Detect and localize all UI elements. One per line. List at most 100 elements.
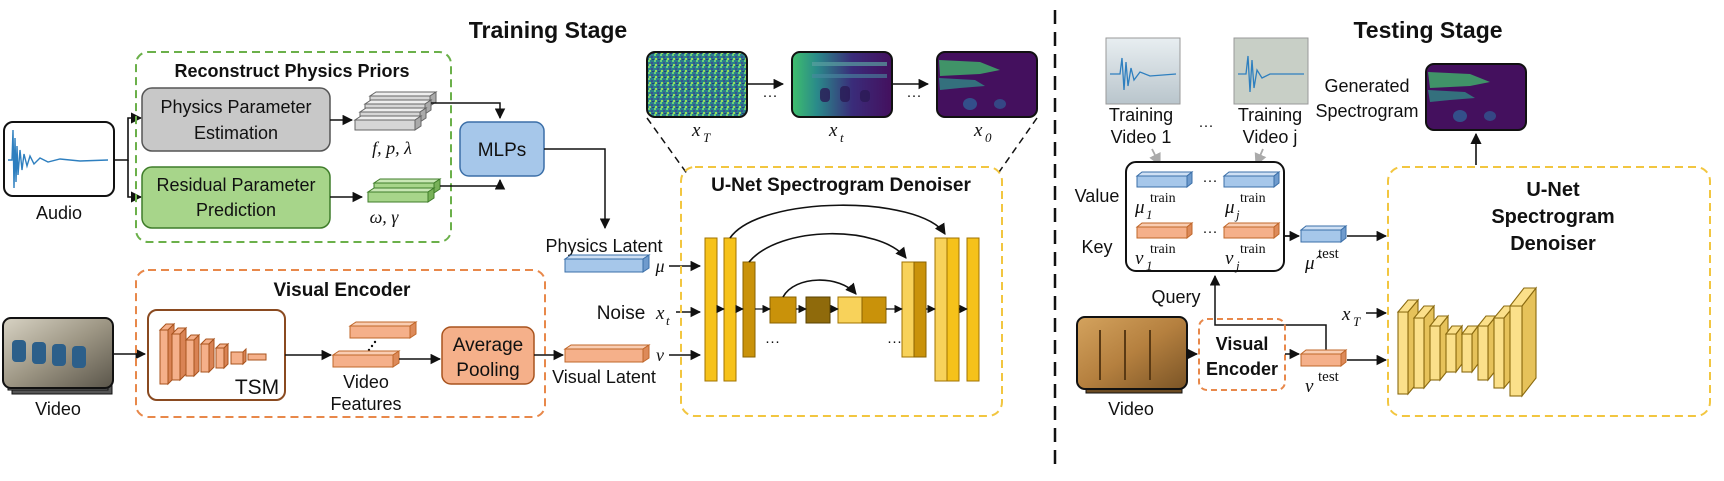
noise-label: Noise: [597, 303, 646, 324]
generated-spectrogram-line1: Generated: [1324, 76, 1409, 96]
video-features-line2: Features: [330, 394, 401, 414]
mu-symbol: μ: [654, 256, 664, 276]
tsm-label: TSM: [235, 376, 279, 399]
generated-spectrogram: [1425, 63, 1527, 131]
memory-bank-box: [1125, 161, 1285, 272]
mu1-sup: train: [1150, 191, 1176, 206]
average-pooling-line2: Pooling: [456, 360, 519, 381]
nu-test-var: ν: [1305, 376, 1314, 397]
nu1-tensor: [1135, 221, 1194, 240]
test-video-thumbnail: [1076, 316, 1188, 394]
visual-latent-label: Visual Latent: [552, 367, 656, 387]
physics-latent-label: Physics Latent: [545, 236, 662, 256]
spectrogram-x0: [936, 51, 1038, 118]
ellipsis-2: ···: [907, 87, 922, 104]
training-video-j-thumbnail: [1233, 37, 1309, 105]
training-videos-ellipsis: ···: [1199, 117, 1214, 134]
testing-stage-title: Testing Stage: [1353, 17, 1502, 43]
video-features-line1: Video: [343, 372, 389, 392]
nuj-tensor: [1222, 221, 1281, 240]
muj-sup: train: [1240, 191, 1266, 206]
test-unet-line3: Denoiser: [1510, 233, 1596, 255]
physics-priors-title: Reconstruct Physics Priors: [174, 61, 409, 81]
test-video-label: Video: [1108, 399, 1154, 419]
test-unet-icon: [1396, 286, 1538, 398]
physics-params-label: f, p, λ: [372, 138, 412, 158]
nuj-sub: j: [1234, 258, 1240, 273]
unet-denoiser-title: U-Net Spectrogram Denoiser: [711, 175, 971, 196]
tsm-network-icon: [158, 322, 267, 386]
muj-var: μ: [1224, 197, 1235, 218]
test-unet-line2: Spectrogram: [1491, 206, 1614, 228]
unet-architecture: [704, 204, 980, 382]
spectrogram-x0-var: x: [973, 120, 983, 141]
test-visual-encoder-line1: Visual: [1216, 334, 1269, 354]
audio-label: Audio: [36, 203, 82, 223]
physics-estimation-line1: Physics Parameter: [160, 97, 311, 117]
nuj-var: ν: [1225, 248, 1234, 269]
nu1-var: ν: [1135, 248, 1144, 269]
nu1-sup: train: [1150, 242, 1176, 257]
training-video-label: Video: [35, 399, 81, 419]
spectrogram-xT: [646, 51, 748, 118]
residual-params-label: ω, γ: [370, 207, 400, 227]
mu-hat-test-sup: test: [1318, 246, 1340, 262]
spectrogram-xT-var: x: [691, 120, 701, 141]
spectrogram-xt-var: x: [828, 120, 838, 141]
residual-prediction-line2: Prediction: [196, 200, 276, 220]
video-features-tensors: [331, 321, 418, 368]
spectrogram-xT-sub: T: [703, 130, 711, 145]
audio-waveform: [3, 121, 115, 197]
mu1-sub: 1: [1146, 207, 1153, 222]
spectrogram-xt-sub: t: [840, 130, 844, 145]
generated-spectrogram-line2: Spectrogram: [1315, 101, 1418, 121]
test-xT-var: x: [1341, 304, 1351, 325]
noise-xt-sub: t: [666, 313, 670, 328]
physics-estimation-line2: Estimation: [194, 123, 278, 143]
spectrogram-x0-sub: 0: [985, 130, 992, 145]
mu1-var: μ: [1134, 197, 1145, 218]
nu-test-sup: test: [1318, 369, 1340, 385]
unet-denoiser-panel: [680, 166, 1003, 417]
muj-tensor: [1222, 170, 1281, 189]
test-unet-panel: [1387, 166, 1711, 417]
query-label: Query: [1151, 287, 1200, 307]
mlps-label: MLPs: [478, 140, 527, 161]
test-unet-line1: U-Net: [1526, 179, 1580, 201]
test-xT-sub: T: [1353, 314, 1361, 329]
test-visual-encoder-box: [1198, 318, 1286, 391]
nu-ellipsis: ···: [1203, 223, 1218, 240]
nu-test-tensor: [1299, 348, 1348, 368]
nu1-sub: 1: [1146, 258, 1153, 273]
visual-latent-tensor: [563, 344, 651, 363]
mu1-tensor: [1135, 170, 1194, 189]
average-pooling-line1: Average: [453, 335, 523, 356]
mu-hat-test-tensor: [1299, 224, 1348, 244]
nu-symbol: ν: [656, 345, 664, 365]
training-video-1-line1: Training: [1109, 105, 1173, 125]
key-label: Key: [1081, 237, 1112, 257]
spectrogram-xt: [791, 51, 893, 118]
training-video-j-line2: Video j: [1243, 127, 1298, 147]
training-video-j-line1: Training: [1238, 105, 1302, 125]
unet-ellipsis-right: ···: [887, 333, 902, 350]
test-visual-encoder-line2: Encoder: [1206, 359, 1278, 379]
physics-latent-tensor: [563, 254, 651, 273]
training-video-thumbnail: [2, 317, 114, 395]
ellipsis-1: ···: [763, 87, 778, 104]
physics-params-tensors: [353, 91, 438, 131]
noise-xt-var: x: [655, 303, 665, 324]
training-video-1-line2: Video 1: [1111, 127, 1172, 147]
nuj-sup: train: [1240, 242, 1266, 257]
muj-sub: j: [1234, 207, 1240, 222]
residual-prediction-line1: Residual Parameter: [156, 175, 315, 195]
physics-priors-panel: [135, 51, 452, 243]
training-stage-title: Training Stage: [469, 17, 627, 43]
value-label: Value: [1075, 186, 1120, 206]
residual-params-tensors: [366, 178, 442, 203]
visual-encoder-title: Visual Encoder: [274, 280, 412, 301]
unet-ellipsis-left: ···: [765, 333, 780, 350]
training-video-1-thumbnail: [1105, 37, 1181, 105]
mu-ellipsis: ···: [1203, 172, 1218, 189]
